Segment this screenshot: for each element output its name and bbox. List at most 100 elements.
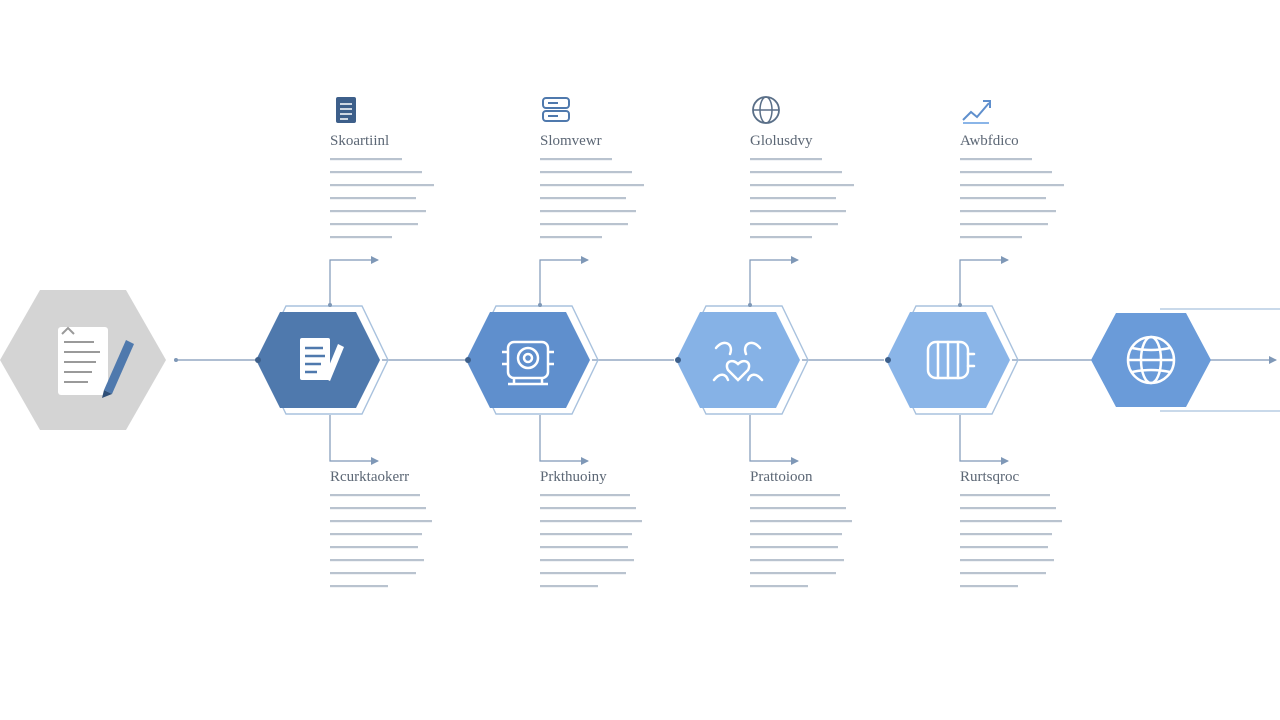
stage-3-top-text-line bbox=[750, 158, 822, 161]
stage-4-bottom-text-line bbox=[960, 585, 1018, 588]
stage-3-bottom-text-line bbox=[750, 585, 808, 588]
stage-1-bottom-text-line bbox=[330, 546, 418, 549]
stage-3-top-text-line bbox=[750, 223, 838, 226]
stage-2-top-text-line bbox=[540, 171, 632, 174]
stage-2-connector-dot bbox=[465, 357, 471, 363]
document-pen-icon bbox=[58, 326, 134, 398]
stage-3-hexagon bbox=[676, 312, 800, 408]
stage-3-bottom-text-line bbox=[750, 546, 838, 549]
stage-3-hex-outline bbox=[679, 305, 809, 415]
stage-4-bottom-text-line bbox=[960, 546, 1048, 549]
stage-2-top-text-line bbox=[540, 210, 636, 213]
stage-2-bottom-text-line bbox=[540, 507, 636, 510]
stage-4-connector-dot bbox=[885, 357, 891, 363]
stage-2-bottom-text-line bbox=[540, 494, 630, 497]
stage-4-bottom-text-line bbox=[960, 559, 1054, 562]
stage-4-top-text-line bbox=[960, 171, 1052, 174]
stage-4-top-branch-dot bbox=[958, 303, 962, 307]
stage-2-bottom-text-line bbox=[540, 520, 642, 523]
stage-3-bottom-title: Prattoioon bbox=[750, 469, 813, 485]
stage-3-top-branch bbox=[749, 256, 799, 305]
stage-1-hex-outline bbox=[259, 305, 389, 415]
stage-3-top-text-line bbox=[750, 171, 842, 174]
stage-4-bottom-text-line bbox=[960, 533, 1052, 536]
stage-1-bottom-text-line bbox=[330, 559, 424, 562]
stage-4-bottom-text-line bbox=[960, 520, 1062, 523]
stage-2-hexagon bbox=[466, 312, 590, 408]
stage-3-bottom-text-line bbox=[750, 494, 840, 497]
stage-2-bottom-text-line bbox=[540, 585, 598, 588]
stage-1-bottom-title: Rcurktaokerr bbox=[330, 469, 410, 485]
stage-4-bottom-text-line bbox=[960, 507, 1056, 510]
stage-2-bottom-title: Prkthuoiny bbox=[540, 469, 607, 485]
stage-3-top-title: Glolusdvy bbox=[750, 133, 813, 149]
stage-3-bottom-text-line bbox=[750, 507, 846, 510]
stage-4-top-text-line bbox=[960, 223, 1048, 226]
stage-2-top-text-line bbox=[540, 223, 628, 226]
stage-3-top-branch-dot bbox=[748, 303, 752, 307]
stage-2-bottom-text-line bbox=[540, 546, 628, 549]
stage-1-top-text-line bbox=[330, 158, 402, 161]
stage-1-top-text-line bbox=[330, 223, 418, 226]
stage-2-top-title: Slomvewr bbox=[540, 133, 602, 149]
stage-1-top-branch bbox=[329, 256, 379, 305]
stage-1-top-text-line bbox=[330, 171, 422, 174]
stage-2-bottom-text-line bbox=[540, 559, 634, 562]
stage-4-top-text-line bbox=[960, 158, 1032, 161]
growth-chart-icon bbox=[960, 94, 992, 126]
branch-connectors bbox=[328, 256, 1009, 465]
stage-1-bottom-branch bbox=[329, 415, 379, 465]
stage-2-bottom-branch bbox=[539, 415, 589, 465]
stage-2-top-text-line bbox=[540, 184, 644, 187]
stage-4-bottom-branch bbox=[959, 415, 1009, 465]
stage-3-bottom-text-line bbox=[750, 559, 844, 562]
main-flow-connectors bbox=[174, 308, 1280, 412]
stage-2-top-branch-dot bbox=[538, 303, 542, 307]
care-hands-icon bbox=[712, 341, 764, 382]
stage-3-top-text-line bbox=[750, 210, 846, 213]
stage-3-bottom-text-line bbox=[750, 520, 852, 523]
stage-3-top-text-line bbox=[750, 197, 836, 200]
stage-1-connector-dot bbox=[255, 357, 261, 363]
globe-icon bbox=[1126, 335, 1176, 385]
stage-3-bottom-branch bbox=[749, 415, 799, 465]
stage-4-top-title: Awbfdico bbox=[960, 133, 1019, 149]
stage-4-bottom-title: Rurtsqroc bbox=[960, 469, 1020, 485]
document-list-icon bbox=[330, 94, 362, 126]
stage-4-bottom-text-line bbox=[960, 494, 1050, 497]
stage-1-top-text-line bbox=[330, 197, 416, 200]
stage-1-top-branch-dot bbox=[328, 303, 332, 307]
end-node bbox=[1091, 313, 1211, 407]
stage-4-bottom-text-line bbox=[960, 572, 1046, 575]
stage-1-bottom-text-line bbox=[330, 585, 388, 588]
stage-1-bottom-text-line bbox=[330, 572, 416, 575]
stage-1-bottom-text-line bbox=[330, 520, 432, 523]
server-icon bbox=[540, 94, 572, 126]
stage-2-top-text-line bbox=[540, 158, 612, 161]
stage-3-top-text-line bbox=[750, 184, 854, 187]
start-node bbox=[0, 290, 166, 430]
stage-2-bottom-text-line bbox=[540, 572, 626, 575]
stage-1-top-text-line bbox=[330, 210, 426, 213]
stage-4-top-text-line bbox=[960, 184, 1064, 187]
stage-1-bottom-text-line bbox=[330, 494, 420, 497]
stage-3-bottom-text-line bbox=[750, 533, 842, 536]
stage-2-top-text-line bbox=[540, 197, 626, 200]
stage-2-top-text-line bbox=[540, 236, 602, 239]
stage-1-top-title: Skoartiinl bbox=[330, 133, 390, 149]
stage-3-bottom-text-line bbox=[750, 572, 836, 575]
connector-dot bbox=[174, 358, 178, 362]
stage-4-top-text-line bbox=[960, 210, 1056, 213]
stage-1-bottom-text-line bbox=[330, 507, 426, 510]
stage-nodes bbox=[255, 305, 1019, 415]
stage-2-top-branch bbox=[539, 256, 589, 305]
stage-4-top-text-line bbox=[960, 236, 1022, 239]
stage-2-bottom-text-line bbox=[540, 533, 632, 536]
stage-1-top-text-line bbox=[330, 236, 392, 239]
stage-1-bottom-text-line bbox=[330, 533, 422, 536]
stage-1-top-text-line bbox=[330, 184, 434, 187]
stage-4-hex-outline bbox=[889, 305, 1019, 415]
stage-2-hex-outline bbox=[469, 305, 599, 415]
globe-icon bbox=[750, 94, 782, 126]
